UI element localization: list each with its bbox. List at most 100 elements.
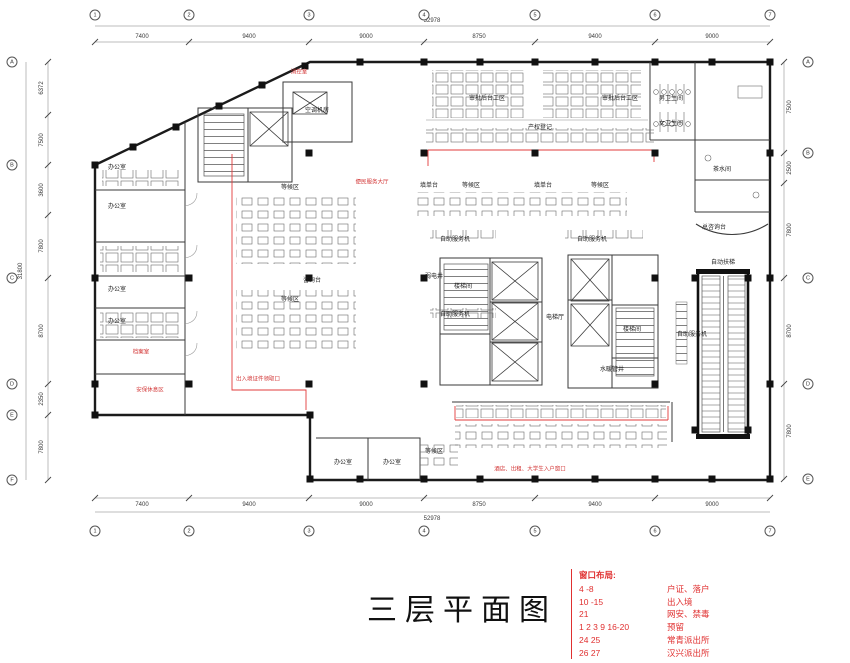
grid-bubble: E [6, 409, 18, 421]
furniture [100, 70, 763, 468]
room-label: 自动扶梯 [710, 260, 736, 266]
legend-row: 21 网安、禁毒 [579, 608, 779, 621]
grid-bubble: 3 [303, 525, 315, 537]
legend-dept: 户证、落户 [667, 583, 710, 594]
grid-bubble: 3 [303, 9, 315, 21]
dim-left: 7800 [39, 239, 45, 253]
room-label: 产权登记 [527, 125, 553, 131]
room-label: 审批后台工区 [468, 96, 506, 102]
legend-header: 窗口布局: [579, 570, 616, 580]
grid-bubble: D [6, 378, 18, 390]
room-label: 空调机房 [304, 108, 330, 114]
room-label: 办公室 [107, 319, 127, 325]
room-label: 男卫生间 [658, 96, 684, 102]
columns [91, 58, 774, 483]
room-label: 办公室 [107, 165, 127, 171]
elevator-shafts [249, 91, 610, 382]
grid-bubble: B [6, 159, 18, 171]
room-label: 审批后台工区 [601, 96, 639, 102]
dim-top: 9400 [588, 34, 602, 40]
grid-bubble: F [6, 474, 18, 486]
legend-dept: 网安、禁毒 [667, 609, 710, 620]
room-label: 等候区 [424, 449, 444, 455]
room-label: 自助服务机 [439, 312, 471, 318]
room-label: 楼梯间 [453, 284, 473, 290]
dim-right: 7800 [787, 223, 793, 237]
room-label: 咨询台 [302, 278, 322, 284]
room-label: 填单台 [419, 183, 439, 189]
legend-windows: 10 -15 [579, 596, 604, 607]
legend-dept: 预留 [667, 622, 685, 632]
legend-row: 1 2 3 9 16-20 预留 [579, 621, 779, 634]
dim-bottom: 8750 [472, 502, 486, 508]
grid-bubble: 5 [529, 9, 541, 21]
dim-right: 7500 [787, 100, 793, 114]
grid-bubble: 5 [529, 525, 541, 537]
grid-bubble: A [6, 56, 18, 68]
room-label: 女卫生间 [658, 121, 684, 127]
grid-bubble: D [802, 378, 814, 390]
room-label-red: 酒店、出租、大学生入户窗口 [494, 466, 566, 473]
room-label-red: 消控室 [290, 69, 308, 76]
room-label-red: 档案室 [132, 349, 150, 356]
escalator [696, 269, 750, 439]
grid-bubble: 6 [649, 525, 661, 537]
legend-row: 4 -8 户证、落户 [579, 583, 779, 596]
grid-bubble: A [802, 56, 814, 68]
grid-bubble: C [6, 272, 18, 284]
room-label: 办公室 [107, 287, 127, 293]
legend-dept: 出入境 [667, 596, 693, 607]
legend-row: 26 27 汉兴派出所 [579, 647, 779, 660]
dim-top: 9000 [359, 34, 373, 40]
dim-top: 9400 [242, 34, 256, 40]
dim-bottom: 9000 [359, 502, 373, 508]
room-label: 等候区 [280, 185, 300, 191]
dim-left: 6372 [39, 81, 45, 95]
grid-bubble: B [802, 147, 814, 159]
dim-right: 7800 [787, 424, 793, 438]
dim-left: 2350 [39, 392, 45, 406]
room-label: 茶水间 [712, 167, 732, 173]
drawing-title: 三层平面图 [367, 593, 557, 628]
dim-left: 3600 [39, 183, 45, 197]
dim-bottom: 9000 [705, 502, 719, 508]
dim-left: 7500 [39, 133, 45, 147]
dim-top: 9000 [705, 34, 719, 40]
room-label: 填单台 [533, 183, 553, 189]
legend-windows: 24 25 [579, 634, 601, 645]
dim-bottom: 9400 [588, 502, 602, 508]
grid-bubble: E [802, 473, 814, 485]
room-label: 办公室 [107, 204, 127, 210]
grid-bubble: 6 [649, 9, 661, 21]
grid-bubble: C [802, 272, 814, 284]
grid-bubble: 4 [418, 525, 430, 537]
dim-right: 2500 [787, 161, 793, 175]
grid-bubble: 1 [89, 525, 101, 537]
outer-walls [93, 60, 772, 482]
dim-bottom: 9400 [242, 502, 256, 508]
grid-bubble: 7 [764, 9, 776, 21]
queue-lines [231, 149, 669, 421]
legend-row: 10 -15 出入境 [579, 596, 779, 609]
legend-dept: 常青派出所 [667, 634, 710, 645]
legend-row: 24 25 常青派出所 [579, 634, 779, 647]
room-label: 办公室 [382, 460, 402, 466]
dimension-lines [25, 25, 788, 513]
grid-bubble: 2 [183, 9, 195, 21]
grid-bubble: 7 [764, 525, 776, 537]
room-label: 自助服务机 [439, 237, 471, 243]
room-label: 弱电井 [424, 274, 444, 280]
stairs [203, 113, 655, 377]
window-layout-legend: 窗口布局: 4 -8 户证、落户 10 -15 出入境 21 网安、禁毒 1 2… [571, 569, 779, 660]
grid-bubble: 2 [183, 525, 195, 537]
room-label: 水暖管井 [599, 367, 625, 373]
dim-left: 7800 [39, 440, 45, 454]
room-label: 楼梯间 [622, 327, 642, 333]
room-label: 自助服务机 [576, 237, 608, 243]
room-label: 等候区 [590, 183, 610, 189]
dim-right: 8700 [787, 324, 793, 338]
grid-bubble: 1 [89, 9, 101, 21]
legend-windows: 21 [579, 609, 589, 620]
